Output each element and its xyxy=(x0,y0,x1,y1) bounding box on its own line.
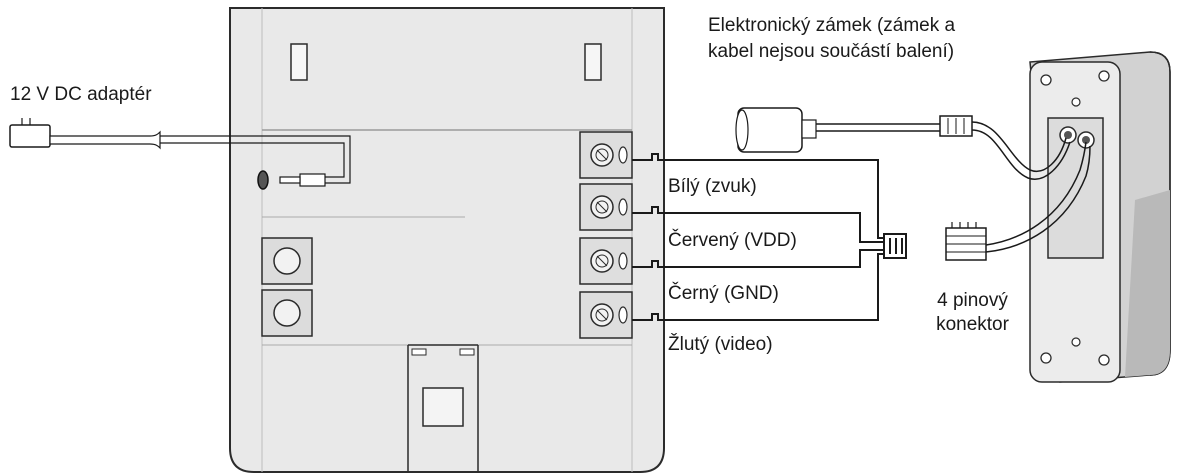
dc-jack xyxy=(257,170,269,190)
wire-yellow xyxy=(646,253,886,321)
wire-label-yellow: Žlutý (video) xyxy=(668,334,773,355)
terminal-2 xyxy=(579,183,633,231)
adapter-label: 12 V DC adaptér xyxy=(10,84,152,105)
stand xyxy=(407,344,479,472)
connector-label-line1: 4 pinový xyxy=(937,290,1008,311)
signal-wires xyxy=(632,153,886,321)
electronic-lock xyxy=(735,107,973,153)
wire-label-red: Červený (VDD) xyxy=(668,230,797,251)
wire-label-white: Bílý (zvuk) xyxy=(668,176,757,197)
mounting-slot-left xyxy=(290,43,308,81)
dc-adapter xyxy=(9,118,351,187)
button-bottom xyxy=(261,289,313,337)
terminal-1 xyxy=(579,131,633,179)
doorbell-cables xyxy=(971,121,1091,253)
wire-connector xyxy=(883,233,907,259)
monitor-back-panel xyxy=(229,7,665,473)
lock-label-line1: Elektronický zámek (zámek a xyxy=(708,15,956,36)
terminal-4 xyxy=(579,291,633,339)
lock-label-line2: kabel nejsou součástí balení) xyxy=(708,41,955,62)
wire-red xyxy=(646,206,886,243)
mounting-slot-right xyxy=(584,43,602,81)
four-pin-connector xyxy=(945,222,987,261)
wire-label-black: Černý (GND) xyxy=(668,283,779,304)
connector-label-line2: konektor xyxy=(936,314,1009,335)
wire-black xyxy=(646,249,886,268)
wire-white xyxy=(646,153,886,239)
button-top xyxy=(261,237,313,285)
terminal-3 xyxy=(579,237,633,285)
outdoor-camera-unit xyxy=(1029,51,1171,383)
terminal-blocks xyxy=(579,131,633,339)
